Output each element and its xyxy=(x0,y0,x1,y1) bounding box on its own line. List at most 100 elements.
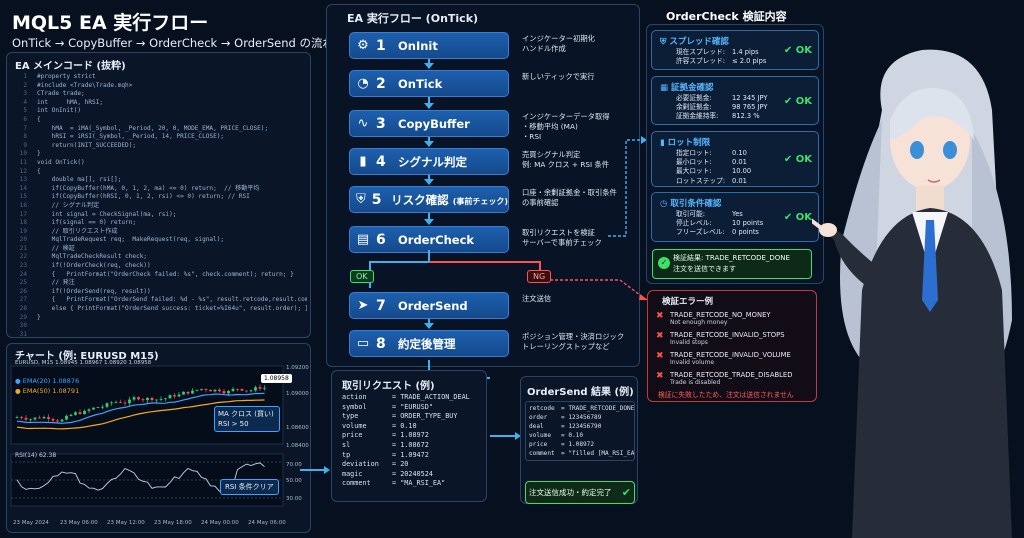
check-key: 指定ロット: xyxy=(676,149,712,157)
error-code: TRADE_RETCODE_TRADE_DISABLED xyxy=(670,371,793,379)
ok-status: ✔ OK xyxy=(784,154,812,165)
request-field: sl= 1.08672 xyxy=(342,441,470,451)
field-key: deviation xyxy=(342,460,379,469)
check-key: 最小ロット: xyxy=(676,158,712,167)
result-field: volume= 0.10 xyxy=(529,431,631,440)
check-key: 最大ロット: xyxy=(676,167,712,176)
rsi-label: RSI(14) 62.38 xyxy=(15,452,57,459)
result-field: comment= "filled [MA_RSI_EA]" xyxy=(529,449,634,458)
line-number: 31 xyxy=(19,330,27,338)
step-number: 8 xyxy=(376,335,386,352)
check-mark-icon: ✔ xyxy=(783,45,793,56)
line-number: 25 xyxy=(19,279,27,287)
step-icon: ▭ xyxy=(356,336,370,351)
code-line: // シグナル判定 xyxy=(37,201,100,209)
line-number: 18 xyxy=(19,219,27,227)
field-eq: = xyxy=(392,440,401,449)
result-panel: OrderSend 結果 (例) retcode= TRADE_RETCODE_… xyxy=(520,376,638,504)
line-number: 23 xyxy=(19,262,27,270)
field-value: "EURUSD" xyxy=(400,402,433,411)
ok-text: OK xyxy=(795,95,812,107)
symbol-line: EURUSD, M15 1.08945 1.08967 1.08920 1.08… xyxy=(15,360,152,366)
chart-panel-title: チャート (例: EURUSD M15) xyxy=(15,351,159,362)
candle-body xyxy=(182,391,185,395)
field-value: 20 xyxy=(400,460,409,469)
check-row: ロットステップ: 0.01 xyxy=(676,177,751,186)
card-icon: ◷ xyxy=(660,199,668,209)
check-key: ロットステップ: xyxy=(676,176,726,185)
ema20-label: EMA(20) 1.08876 xyxy=(22,377,80,385)
time-tick: 23 May 06:00 xyxy=(60,520,98,526)
step-label: シグナル判定 xyxy=(398,154,467,170)
ok-badge: OK xyxy=(350,270,374,283)
field-value: 1.09472 xyxy=(400,450,429,459)
result-field: deal= 123456790 xyxy=(529,422,631,431)
code-line: { xyxy=(37,115,41,123)
code-line: // 取引リクエスト作成 xyxy=(37,227,118,235)
line-number: 24 xyxy=(19,270,27,278)
request-field: action= TRADE_ACTION_DEAL xyxy=(342,393,470,403)
code-line: int signal = CheckSignal(ma, rsi); xyxy=(37,210,177,218)
candle-body xyxy=(33,417,37,420)
rsi-annotation: RSI 条件クリア xyxy=(220,479,279,495)
field-key: volume xyxy=(529,432,552,439)
result-panel-title: OrderSend 結果 (例) xyxy=(527,387,634,398)
step-label: OnTick xyxy=(398,77,442,91)
flow-arrow xyxy=(424,175,434,185)
field-key: action xyxy=(342,393,367,401)
step-label: CopyBuffer xyxy=(398,117,470,131)
candle-body xyxy=(65,415,68,420)
field-eq: = xyxy=(561,441,569,448)
card-icon: ⛨ xyxy=(660,37,667,47)
time-tick: 23 May 2024 xyxy=(13,520,49,526)
line-number: 7 xyxy=(23,124,27,132)
check-row: 証拠金維持率:812.3 % xyxy=(676,112,767,121)
check-value: 0.01 xyxy=(732,176,747,185)
page-title: MQL5 EA 実行フロー xyxy=(12,12,209,34)
step-label: OrderSend xyxy=(398,299,468,313)
time-tick: 23 May 12:00 xyxy=(107,520,145,526)
candle-body xyxy=(263,387,266,389)
check-mark-icon: ✔ xyxy=(783,154,793,165)
time-tick: 24 May 06:00 xyxy=(248,520,286,526)
candle-body xyxy=(209,389,212,392)
step-number: 5 xyxy=(371,191,382,208)
check-card-heading: ◷ 取引条件確認 xyxy=(660,197,721,209)
step-number: 3 xyxy=(376,115,386,132)
code-line: } xyxy=(37,150,41,158)
field-value: 1.08672 xyxy=(400,440,429,449)
candle-body xyxy=(213,389,217,392)
step-label-text: CopyBuffer xyxy=(398,116,470,131)
field-eq: = xyxy=(392,421,401,430)
error-x-icon: ✖ xyxy=(656,331,664,341)
step-description: インジケーター初期化 ハンドル作成 xyxy=(522,34,595,53)
check-row: 余剰証拠金:98 765 JPY xyxy=(676,103,767,112)
step-label: 約定後管理 xyxy=(398,336,456,352)
field-key: volume xyxy=(342,421,367,430)
candle-body xyxy=(249,390,253,392)
step-label-text: OnTick xyxy=(398,76,443,91)
candle-body xyxy=(78,412,82,414)
line-number: 29 xyxy=(19,313,27,321)
error-x-icon: ✖ xyxy=(656,311,664,321)
ok-status: ✔ OK xyxy=(784,96,812,107)
card-icon: ▮ xyxy=(660,138,665,148)
candle-body xyxy=(101,406,104,408)
field-eq: = xyxy=(561,450,569,457)
check-row: 停止レベル:10 points xyxy=(676,219,763,228)
candle-body xyxy=(105,403,109,407)
field-eq: = xyxy=(392,469,401,478)
field-eq: = xyxy=(392,479,401,488)
field-value: ORDER_TYPE_BUY xyxy=(400,412,458,421)
field-value: "MA_RSI_EA" xyxy=(400,479,446,488)
field-eq: = xyxy=(561,432,569,439)
step-description: ポジション管理・決済ロジック トレーリングストップなど xyxy=(522,332,625,351)
line-number: 9 xyxy=(23,141,27,149)
code-line: { xyxy=(37,167,41,175)
line-number: 22 xyxy=(19,253,27,261)
line-number: 2 xyxy=(23,81,27,89)
error-x-icon: ✖ xyxy=(656,351,664,361)
